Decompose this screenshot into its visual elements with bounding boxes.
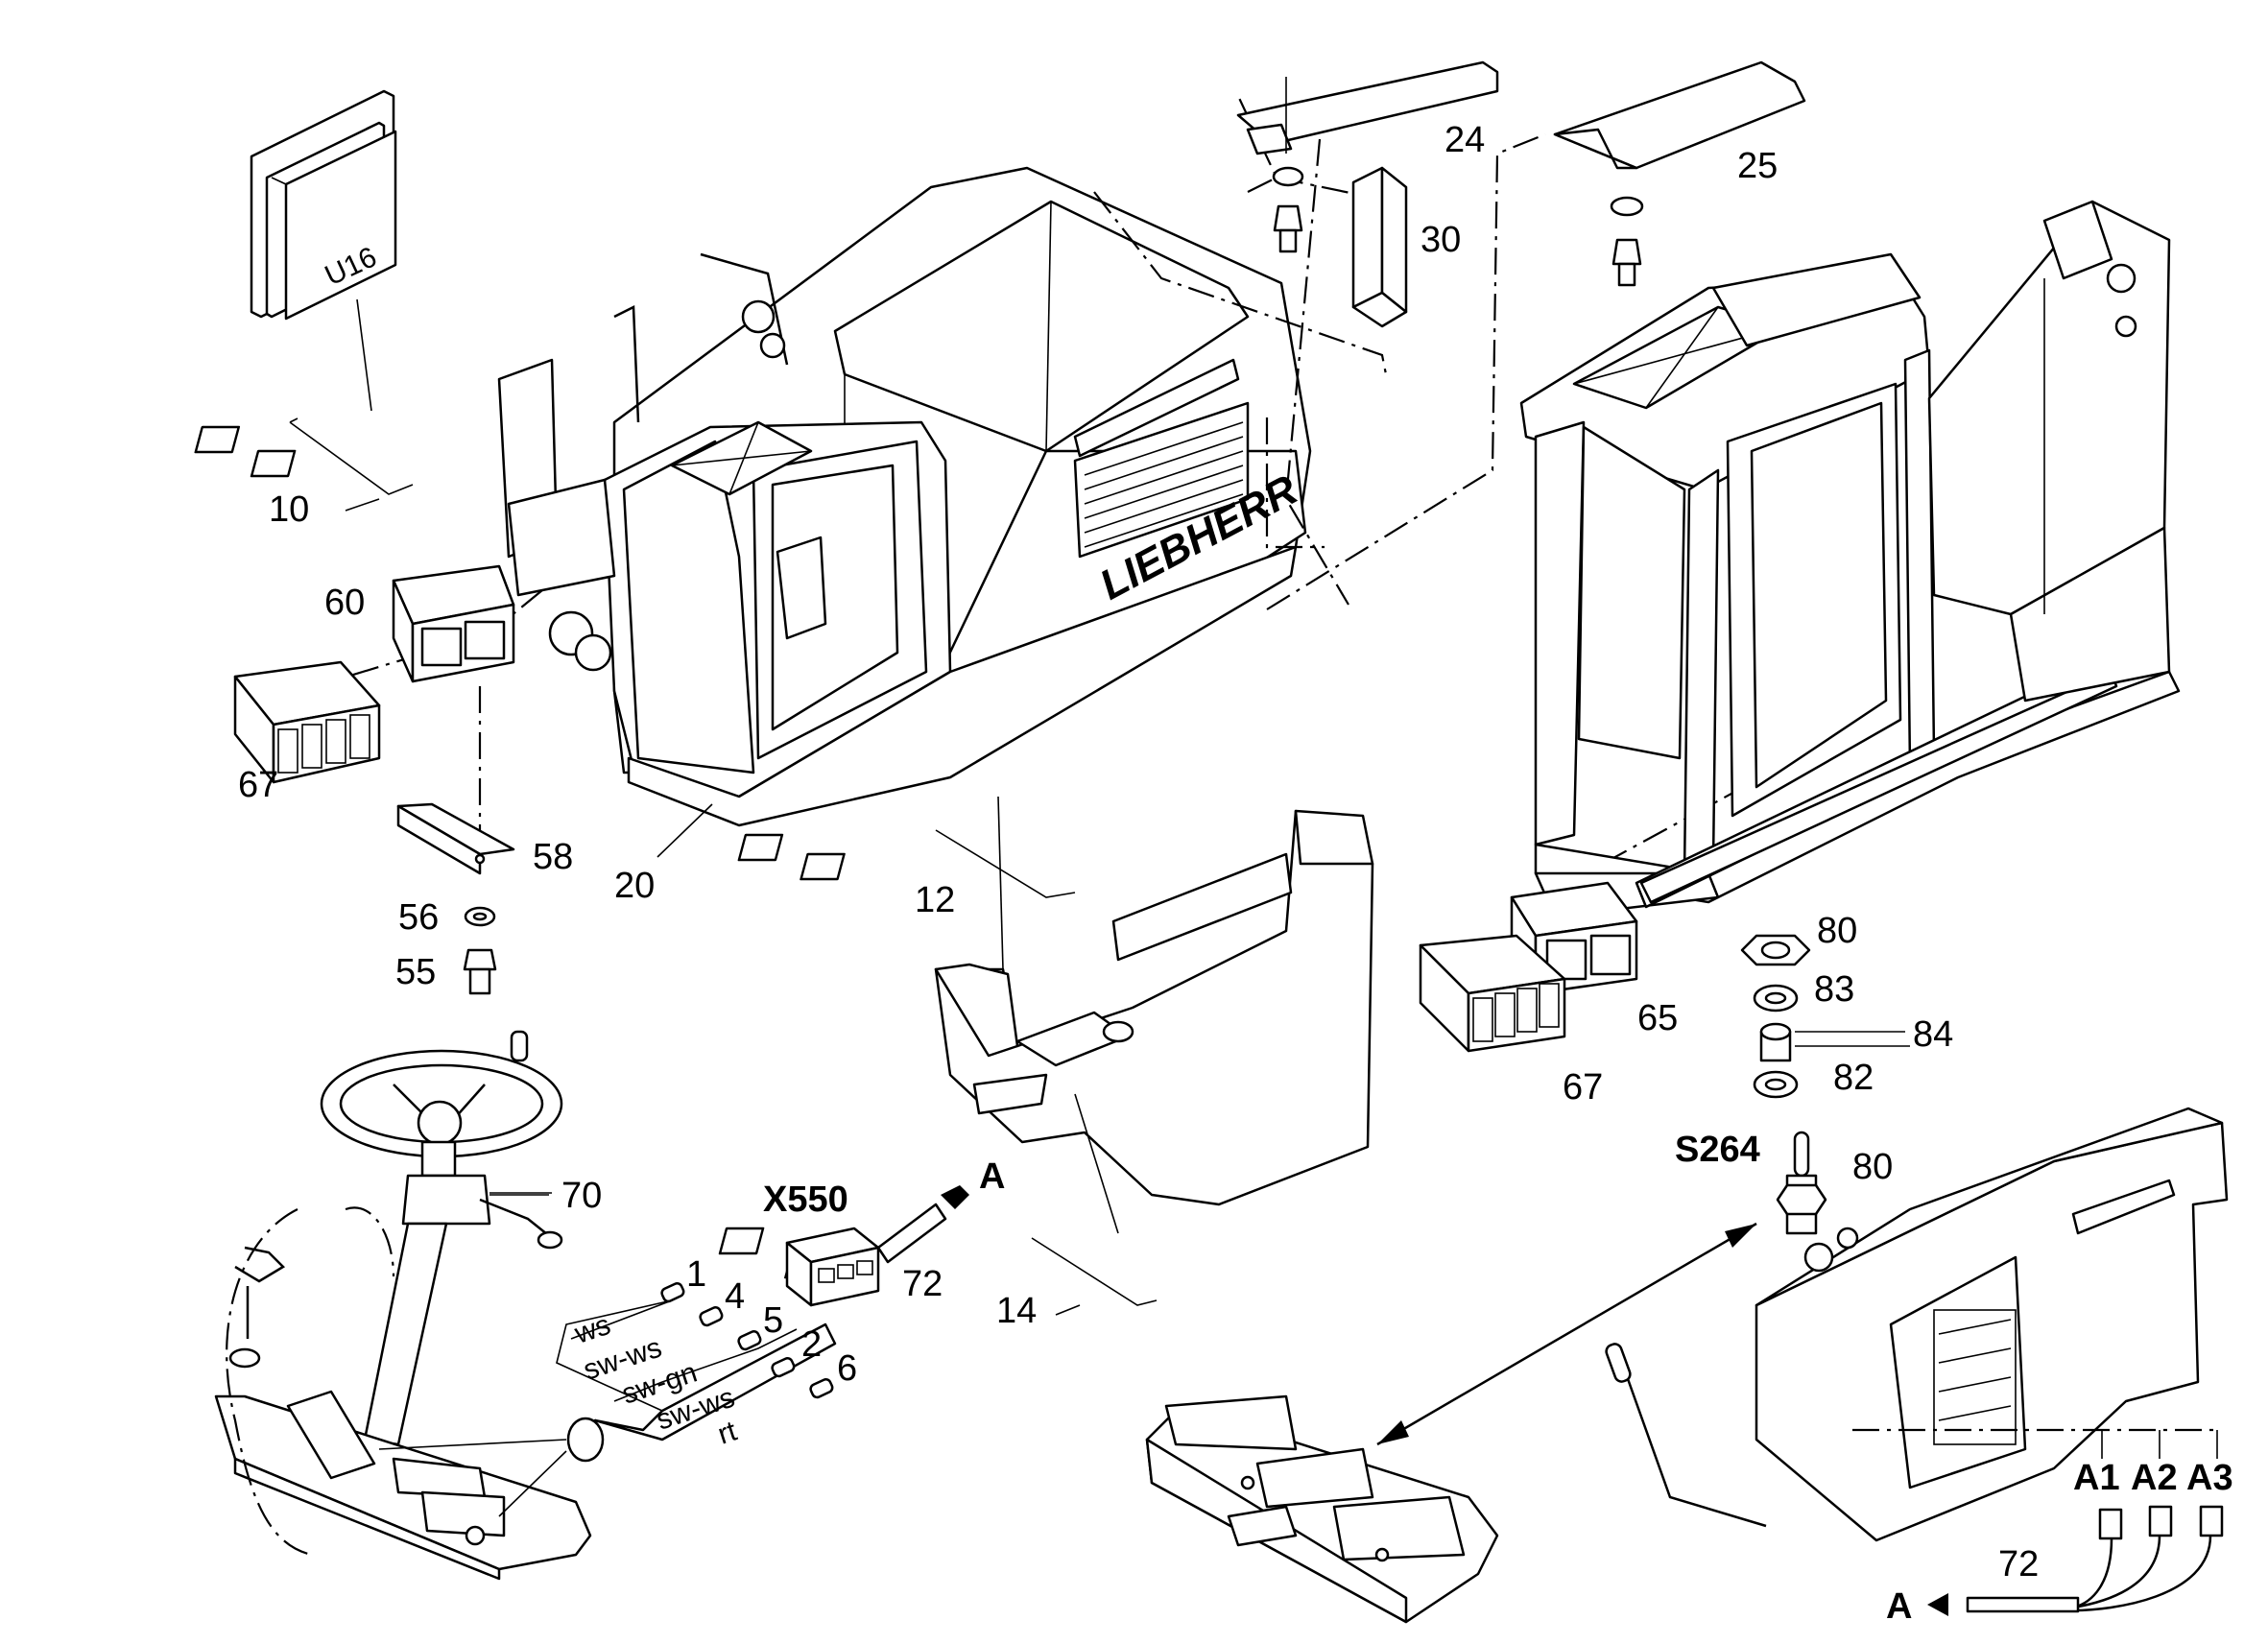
frame-67-left [233, 660, 381, 784]
callout-65: 65 [1637, 998, 1678, 1038]
callout-14: 14 [996, 1291, 1037, 1331]
callout-5: 5 [763, 1300, 783, 1341]
callout-4: 4 [725, 1276, 745, 1317]
callout-84: 84 [1913, 1014, 1953, 1055]
callout-72-bottom: 72 [1998, 1544, 2039, 1584]
callout-56: 56 [398, 897, 439, 938]
arrow-a-bottom: A [1886, 1586, 1912, 1627]
arrow-a-top: A [979, 1156, 1005, 1197]
callout-70: 70 [561, 1176, 602, 1216]
pedal-base [1145, 1394, 1499, 1624]
callout-60: 60 [324, 583, 365, 623]
callout-80-top: 80 [1817, 911, 1857, 951]
callout-30: 30 [1420, 220, 1461, 260]
callout-55: 55 [395, 952, 436, 992]
operator-console [934, 796, 1374, 1234]
panel-60 [392, 564, 515, 683]
uppercarriage-assembly: LIEBHERR [497, 166, 1312, 858]
callout-67-right: 67 [1563, 1067, 1603, 1108]
steering-column [214, 1030, 592, 1581]
bracket-plate-25 [1553, 60, 1806, 287]
callout-25: 25 [1737, 146, 1778, 186]
callout-6: 6 [837, 1348, 857, 1389]
bolt-55 [463, 948, 497, 995]
callout-80-bottom: 80 [1852, 1147, 1893, 1187]
cab-frame-assembly [1519, 200, 2181, 918]
callout-1: 1 [686, 1254, 706, 1295]
right-control-box [1605, 1107, 2229, 1613]
bracket-plate-24 [1236, 60, 1499, 253]
frame-67-right [1419, 934, 1566, 1053]
designator-s264: S264 [1675, 1130, 1760, 1170]
callouts: 10 12 14 20 24 25 30 55 56 58 60 65 67 6… [238, 120, 2039, 1584]
callout-20: 20 [614, 866, 655, 906]
callout-12: 12 [915, 880, 955, 920]
callout-58: 58 [533, 837, 573, 877]
designator-a1: A1 [2073, 1458, 2120, 1498]
cable-harness [378, 1281, 837, 1517]
designators: X550 S264 A A A1 A2 A3 [763, 1130, 2233, 1627]
relay-set-12 [737, 829, 1076, 898]
relay-set-10 [194, 417, 414, 512]
switch-s264-hardware [1740, 934, 1910, 1235]
bracket-30 [1351, 166, 1408, 328]
designator-a2: A2 [2131, 1458, 2178, 1498]
designator-x550: X550 [763, 1179, 848, 1220]
callout-10: 10 [269, 489, 309, 530]
callout-83: 83 [1814, 969, 1854, 1010]
callout-24: 24 [1444, 120, 1485, 160]
designator-a3: A3 [2186, 1458, 2233, 1498]
washer-56 [464, 906, 496, 927]
connector-x550 [785, 1185, 969, 1307]
arrow-a-bottom-head [1927, 1593, 1948, 1616]
plate-58 [396, 802, 515, 875]
control-unit-u16: U16 [250, 89, 397, 412]
callout-82: 82 [1833, 1058, 1874, 1098]
connection-arrow [1376, 1222, 1757, 1446]
callout-2: 2 [801, 1324, 822, 1365]
wire-label-rt: rt [714, 1415, 741, 1450]
callout-72-top: 72 [902, 1264, 943, 1304]
leader-lines [489, 1031, 1905, 1194]
callout-67-left: 67 [238, 765, 278, 805]
